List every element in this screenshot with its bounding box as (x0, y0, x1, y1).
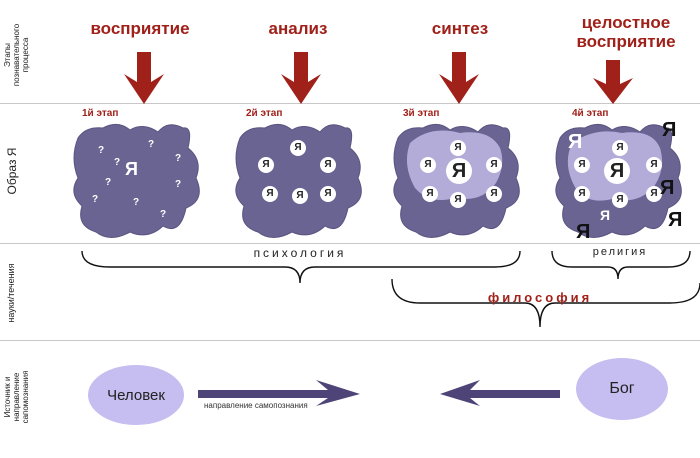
ya-symbol-small: Я (422, 186, 438, 202)
human-label: Человек (107, 386, 165, 404)
separator-1 (0, 103, 700, 104)
ya-symbol-small-outer: Я (600, 207, 611, 223)
science-braces (81, 250, 700, 328)
down-arrow-icon (439, 52, 479, 104)
question-mark: ? (133, 197, 140, 208)
question-mark: ? (175, 179, 182, 190)
ya-symbol: Я (125, 159, 138, 179)
label-religion: религия (592, 246, 648, 258)
down-arrow-icon (281, 52, 321, 104)
ya-symbol-small: Я (486, 186, 502, 202)
stage-label-1: 1й этап (82, 108, 119, 119)
ya-symbol-small: Я (320, 157, 336, 173)
ya-symbol-small: Я (612, 192, 628, 208)
human-node: Человек (88, 365, 184, 425)
stage-title-3: синтез (431, 19, 489, 38)
ya-symbol-outer: Я (668, 209, 683, 231)
ya-symbol-small: Я (574, 186, 590, 202)
direction-arrows (198, 380, 560, 406)
ya-symbol-small: Я (450, 192, 466, 208)
ya-symbol-small: Я (290, 140, 306, 156)
down-arrow-icon (124, 52, 164, 104)
ya-symbol-small: Я (262, 186, 278, 202)
question-mark: ? (105, 177, 112, 188)
ya-symbol-center: Я (446, 158, 472, 184)
left-arrow-icon (440, 380, 560, 406)
question-mark: ? (92, 194, 99, 205)
question-mark: ? (175, 153, 182, 164)
ya-symbol-small: Я (420, 157, 436, 173)
ya-symbol-small: Я (292, 188, 308, 204)
stage-label-3: 3й этап (403, 108, 440, 119)
ya-symbol-outer: Я (660, 177, 675, 199)
question-mark: ? (114, 157, 121, 168)
ya-symbol-small: Я (574, 157, 590, 173)
ya-symbol-small: Я (646, 186, 662, 202)
ya-symbol-center: Я (604, 158, 630, 184)
right-arrow-icon (198, 380, 360, 406)
ya-symbol-small: Я (646, 157, 662, 173)
separator-3 (0, 340, 700, 341)
ya-symbol-outer: Я (576, 221, 591, 243)
ya-symbol-outer: Я (568, 131, 583, 153)
brace-religion (551, 250, 691, 280)
direction-label: направление самопознания (204, 401, 308, 410)
ya-symbol-small: Я (450, 140, 466, 156)
ya-symbol-small: Я (258, 157, 274, 173)
label-philosophy: философия (487, 290, 593, 305)
ya-symbol-outer: Я (662, 119, 677, 141)
stage-label-4: 4й этап (572, 108, 609, 119)
stage-title-1: восприятие (90, 19, 190, 38)
ya-symbol-small: Я (612, 140, 628, 156)
question-mark: ? (148, 139, 155, 150)
label-psychology: психология (253, 246, 347, 260)
down-arrow-icon (593, 60, 633, 104)
ya-symbol-small: Я (320, 186, 336, 202)
stage-title-4: целостное восприятие (576, 13, 676, 51)
question-mark: ? (98, 145, 105, 156)
stage-arrows (124, 52, 633, 104)
stage-title-2: анализ (268, 19, 328, 38)
brace-philosophy (391, 278, 700, 328)
separator-2 (0, 243, 700, 244)
stage-label-2: 2й этап (246, 108, 283, 119)
ya-symbol-small: Я (486, 157, 502, 173)
god-node: Бог (576, 358, 668, 420)
question-mark: ? (160, 209, 167, 220)
god-label: Бог (609, 380, 635, 397)
brace-psychology (81, 250, 521, 284)
